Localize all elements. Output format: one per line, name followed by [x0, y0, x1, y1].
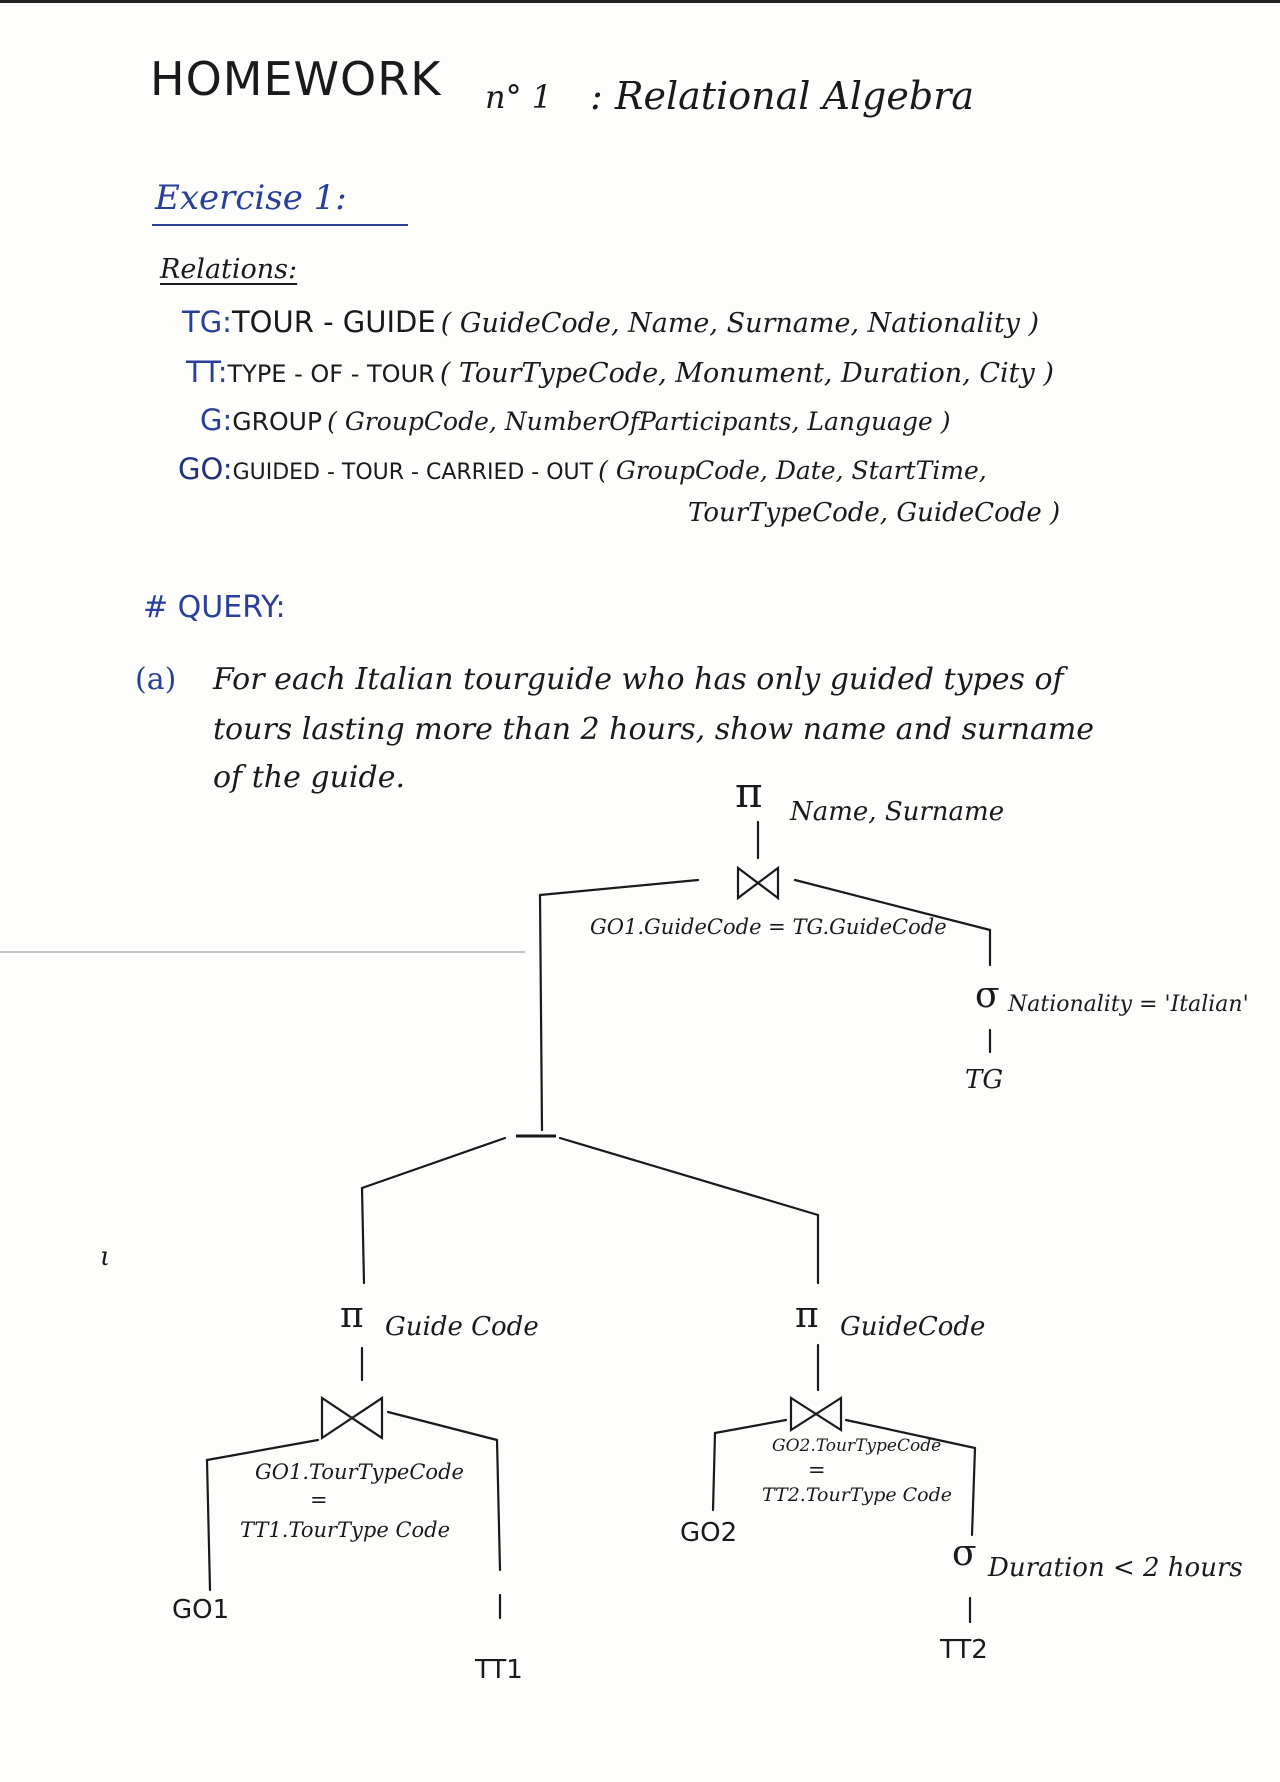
top-projection-attributes: Name, Surname	[790, 797, 1005, 827]
query-a-line2: tours lasting more than 2 hours, show na…	[213, 712, 1095, 747]
relation-code: TT:	[186, 355, 228, 389]
relation-attributes: ( GroupCode, NumberOfParticipants, Langu…	[327, 407, 951, 436]
leaf-tt1: TT1	[475, 1655, 523, 1685]
right-projection-attributes: GuideCode	[840, 1312, 986, 1342]
left-join-equals: =	[310, 1488, 328, 1512]
relation-g: G:GROUP ( GroupCode, NumberOfParticipant…	[200, 403, 950, 437]
relation-code: G:	[200, 403, 233, 437]
relation-name: GUIDED - TOUR - CARRIED - OUT	[232, 460, 594, 485]
left-join-condition-1: GO1.TourTypeCode	[255, 1460, 464, 1484]
relations-label: Relations:	[160, 254, 298, 285]
homework-subject: : Relational Algebra	[590, 74, 975, 118]
top-border	[0, 0, 1280, 3]
homework-title: HOMEWORK	[150, 52, 442, 106]
exercise-label: Exercise 1:	[155, 178, 347, 218]
relation-go: GO:GUIDED - TOUR - CARRIED - OUT ( Group…	[178, 452, 987, 486]
left-projection-attributes: Guide Code	[385, 1312, 539, 1342]
relation-code: TG:	[182, 305, 232, 339]
top-join-condition: GO1.GuideCode = TG.GuideCode	[590, 915, 947, 939]
relation-attributes: ( TourTypeCode, Monument, Duration, City…	[439, 358, 1054, 389]
relation-attributes: ( GroupCode, Date, StartTime,	[598, 456, 987, 485]
query-a-line3: of the guide.	[213, 760, 405, 795]
leaf-tg: TG	[965, 1065, 1004, 1095]
right-join-equals: =	[808, 1458, 826, 1482]
query-section-label: # QUERY:	[143, 590, 286, 625]
query-a-marker: (a)	[135, 662, 177, 697]
selection-duration: Duration < 2 hours	[988, 1553, 1243, 1583]
right-join-condition-2: TT2.TourType Code	[762, 1484, 953, 1506]
sigma-icon: σ	[952, 1533, 977, 1574]
pi-icon: π	[735, 768, 763, 817]
leaf-tt2: TT2	[940, 1635, 988, 1665]
selection-italian: Nationality = 'Italian'	[1008, 992, 1249, 1017]
right-join-condition-1: GO2.TourTypeCode	[772, 1436, 942, 1456]
relation-go-continued: TourTypeCode, GuideCode )	[688, 498, 1061, 528]
relation-code: GO:	[178, 452, 233, 486]
left-join-condition-2: TT1.TourType Code	[240, 1518, 451, 1542]
relation-name: TYPE - OF - TOUR	[227, 360, 435, 388]
relation-name: GROUP	[232, 407, 323, 436]
relation-name: TOUR - GUIDE	[231, 305, 436, 339]
relation-tg: TG:TOUR - GUIDE ( GuideCode, Name, Surna…	[182, 305, 1039, 339]
margin-mark: ι	[100, 1242, 111, 1272]
exercise-underline	[152, 224, 408, 226]
homework-number: n° 1	[485, 78, 553, 116]
query-a-line1: For each Italian tourguide who has only …	[213, 662, 1064, 697]
sigma-icon: σ	[975, 975, 1000, 1016]
leaf-go1: GO1	[172, 1595, 230, 1625]
relation-attributes: ( GuideCode, Name, Surname, Nationality …	[440, 308, 1040, 339]
leaf-go2: GO2	[680, 1518, 738, 1548]
pi-icon: π	[340, 1295, 364, 1336]
relation-tt: TT:TYPE - OF - TOUR ( TourTypeCode, Monu…	[186, 355, 1054, 389]
pi-icon: π	[795, 1295, 819, 1336]
